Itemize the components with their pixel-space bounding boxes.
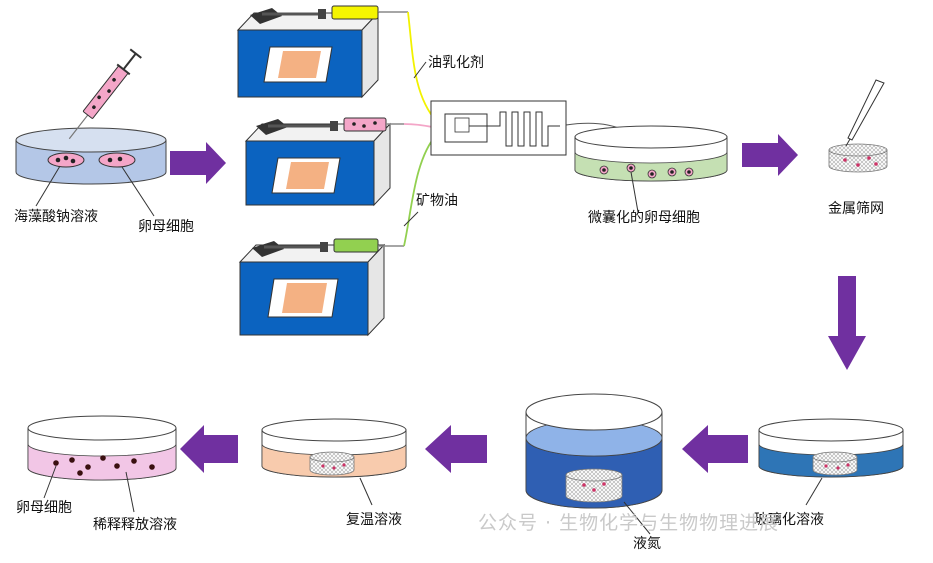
alginate-label-pointers bbox=[35, 165, 155, 217]
liquid-nitrogen-tank bbox=[525, 393, 663, 535]
dilution-dish bbox=[27, 415, 177, 513]
warming-dish bbox=[261, 418, 407, 506]
arrow-right-1 bbox=[170, 142, 226, 184]
label-dilution-solution: 稀释释放溶液 bbox=[93, 517, 177, 533]
arrow-left-2 bbox=[425, 425, 487, 473]
tubing bbox=[403, 11, 641, 247]
syringe-pump-emulsifier bbox=[236, 5, 408, 99]
flow-arrows bbox=[170, 134, 866, 473]
label-microencapsulated-oocytes: 微囊化的卵母细胞 bbox=[588, 210, 700, 226]
arrow-left-1 bbox=[682, 425, 748, 473]
arrow-left-3 bbox=[180, 425, 238, 473]
syringe-pump-alginate bbox=[244, 117, 404, 207]
label-warming-solution: 复温溶液 bbox=[346, 512, 402, 528]
label-vitrification-solution: 玻璃化溶液 bbox=[754, 512, 824, 528]
label-sodium-alginate: 海藻酸钠溶液 bbox=[14, 209, 98, 225]
pipette-icon bbox=[845, 79, 885, 147]
watermark: 公众号 · 生物化学与生物物理进展 bbox=[478, 512, 780, 534]
microfluidic-chip bbox=[430, 100, 567, 156]
vitrification-dish bbox=[758, 418, 904, 506]
tubing-label-pointers bbox=[403, 61, 427, 227]
label-oocyte-bottom: 卵母细胞 bbox=[16, 500, 72, 516]
label-liquid-nitrogen: 液氮 bbox=[633, 536, 661, 552]
sodium-alginate-dish bbox=[15, 127, 167, 185]
syringe-pump-mineral-oil bbox=[238, 238, 404, 337]
arrow-down bbox=[828, 276, 866, 370]
oocyte-droplet-right bbox=[98, 152, 136, 168]
metal-mesh-basket bbox=[828, 143, 888, 173]
label-metal-mesh: 金属筛网 bbox=[828, 201, 884, 217]
label-emulsifier: 油乳化剂 bbox=[428, 55, 484, 71]
arrow-right-2 bbox=[742, 134, 798, 176]
microencapsulated-oocyte-dish bbox=[574, 125, 728, 213]
syringe-icon bbox=[68, 48, 142, 140]
label-oocyte-top: 卵母细胞 bbox=[138, 219, 194, 235]
label-mineral-oil: 矿物油 bbox=[416, 193, 458, 209]
